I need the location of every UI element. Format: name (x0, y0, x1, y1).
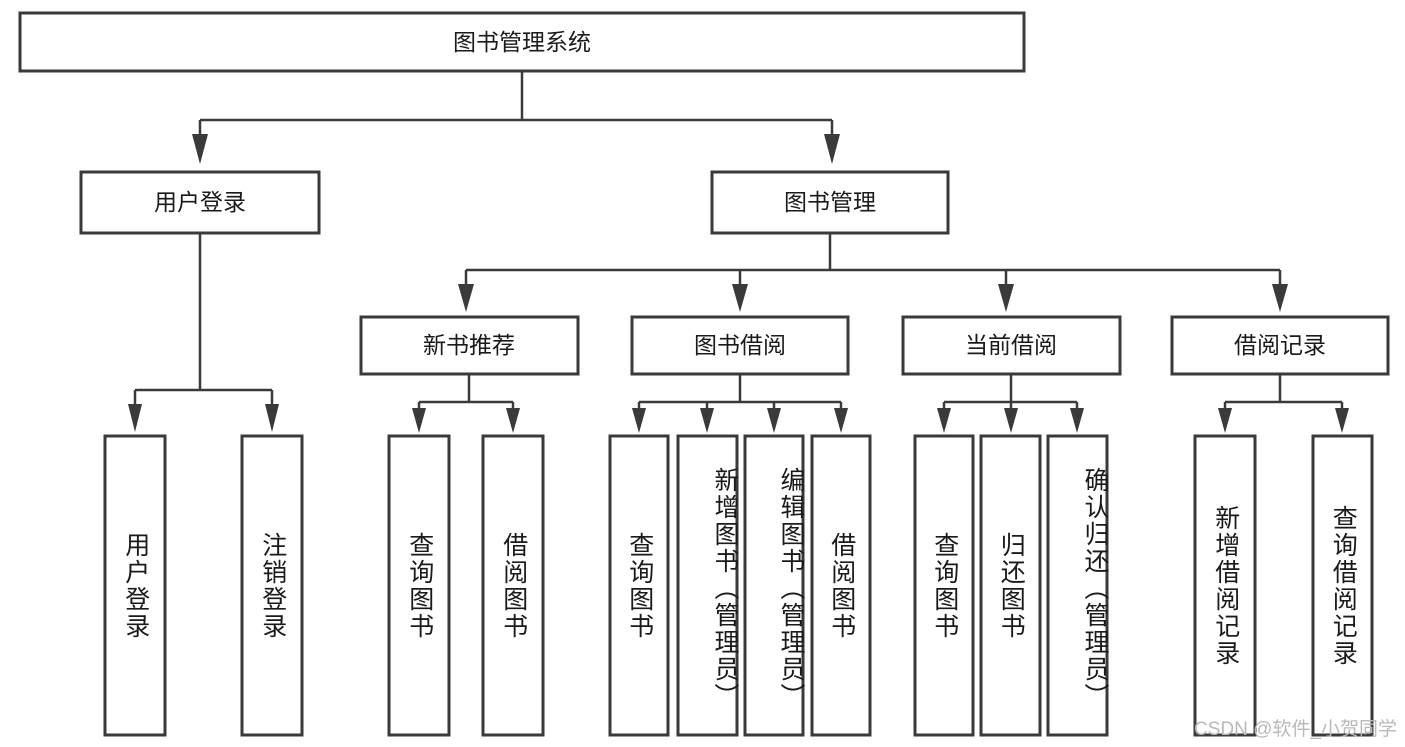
leaf-box-query-book-2[interactable] (608, 434, 670, 737)
arrow-head-new-book (458, 284, 474, 312)
connector-group-user-login (128, 233, 279, 432)
arrow-head-leaf-confirm-return (1070, 408, 1084, 433)
arrow-head-current-borrow (998, 284, 1014, 312)
leaf-box-query-book-3[interactable] (913, 434, 975, 737)
node-user-login-box[interactable] (79, 170, 321, 235)
node-borrow-record-label: 借阅记录 (1234, 332, 1326, 358)
node-borrow-record-box[interactable] (1170, 315, 1390, 376)
connector-group-book-mgmt (458, 233, 1288, 312)
leaf-box-edit-book[interactable] (743, 434, 805, 737)
arrow-head-borrow-record (1272, 284, 1288, 312)
arrow-head-user-login (192, 134, 208, 164)
node-book-management-box[interactable] (710, 170, 950, 235)
node-book-management-label: 图书管理 (784, 189, 876, 215)
arrow-head-leaf-user-login (128, 404, 142, 432)
arrow-head-leaf-borrow-book-1 (506, 408, 520, 433)
arrow-head-book-mgmt (824, 134, 840, 164)
node-new-book-recommend-label: 新书推荐 (423, 332, 515, 358)
node-book-borrow[interactable]: 图书借阅 (630, 315, 850, 376)
node-current-borrow[interactable]: 当前借阅 (901, 315, 1122, 376)
leaf-box-add-book[interactable] (676, 434, 739, 737)
leaf-box-query-record[interactable] (1311, 434, 1374, 737)
node-book-borrow-label: 图书借阅 (694, 332, 786, 358)
arrow-head-leaf-query-book-1 (412, 408, 426, 433)
leaf-box-borrow-book-1[interactable] (481, 434, 545, 737)
node-user-login[interactable]: 用户登录 (79, 170, 321, 235)
arrow-head-leaf-borrow-book-2 (834, 408, 848, 433)
leaf-box-logout[interactable] (240, 434, 304, 737)
arrow-head-leaf-add-book (700, 408, 714, 433)
csdn-watermark: CSDN @软件_小贺同学 (1194, 719, 1397, 740)
node-current-borrow-box[interactable] (901, 315, 1122, 376)
node-current-borrow-label: 当前借阅 (965, 332, 1057, 358)
leaf-box-user-login[interactable] (103, 434, 167, 737)
leaf-box-add-record[interactable] (1193, 434, 1257, 737)
arrow-head-leaf-query-book-2 (632, 408, 646, 433)
arrow-head-leaf-query-book-3 (937, 408, 951, 433)
node-root-label: 图书管理系统 (453, 29, 591, 55)
arrow-head-leaf-query-record (1335, 408, 1349, 433)
leaf-box-query-book-1[interactable] (387, 434, 451, 737)
leaf-box-confirm-return[interactable] (1046, 434, 1109, 737)
leaf-box-return-book[interactable] (979, 434, 1042, 737)
connector-group-borrow (632, 374, 848, 433)
node-book-borrow-box[interactable] (630, 315, 850, 376)
node-new-book-recommend-box[interactable] (359, 315, 580, 376)
connector-group-new-book (412, 374, 520, 433)
arrow-head-leaf-edit-book (767, 408, 781, 433)
node-root-box[interactable] (18, 11, 1026, 73)
node-borrow-record[interactable]: 借阅记录 (1170, 315, 1390, 376)
arrow-head-leaf-return-book (1004, 408, 1018, 433)
node-new-book-recommend[interactable]: 新书推荐 (359, 315, 580, 376)
node-user-login-label: 用户登录 (154, 189, 246, 215)
connector-group-root (192, 71, 840, 164)
arrow-head-leaf-add-record (1218, 408, 1232, 433)
node-book-management[interactable]: 图书管理 (710, 170, 950, 235)
connector-group-borrow-record (1218, 374, 1349, 433)
arrow-head-borrow (732, 284, 748, 312)
arrow-head-leaf-logout (265, 404, 279, 432)
node-root-system[interactable]: 图书管理系统 (18, 11, 1026, 73)
connector-group-current-borrow (937, 374, 1084, 433)
leaf-box-borrow-book-2[interactable] (810, 434, 872, 737)
